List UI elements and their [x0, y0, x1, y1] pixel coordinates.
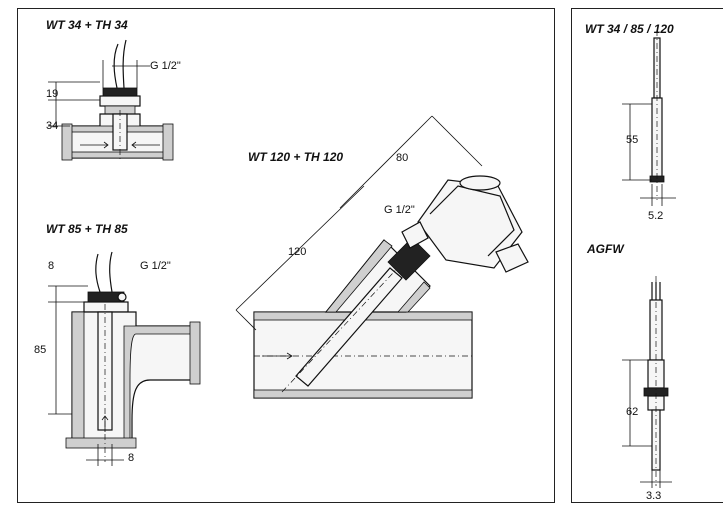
wt34-drawing — [48, 39, 174, 162]
wt85-title: WT 85 + TH 85 — [46, 222, 128, 236]
wt85-drawing — [48, 251, 201, 466]
wt85-dim-top: 8 — [48, 260, 55, 272]
wt85-dim-bottom: 8 — [128, 452, 135, 464]
wt120-title: WT 120 + TH 120 — [248, 150, 344, 164]
wt120-drawing — [235, 115, 529, 399]
wt34-title: WT 34 + TH 34 — [46, 18, 128, 32]
wt34-dim-top: 19 — [46, 88, 59, 100]
wt120-dim-long: 120 — [288, 246, 307, 258]
sensor-agfw-drawing — [622, 276, 672, 488]
sensor-agfw-dim-dia: 3.3 — [646, 490, 662, 502]
wt34-dim-bottom: 34 — [46, 120, 59, 132]
sensor-wt-title: WT 34 / 85 / 120 — [585, 22, 674, 36]
sensor-agfw-dim-length: 62 — [626, 406, 639, 418]
sensor-wt-dim-dia: 5.2 — [648, 210, 664, 222]
sensor-drawing-panel — [571, 8, 723, 503]
sensor-agfw-title: AGFW — [587, 242, 624, 256]
wt120-dim-short: 80 — [396, 152, 409, 164]
sensor-wt-dim-length: 55 — [626, 134, 639, 146]
wt85-thread-label: G 1/2" — [140, 260, 171, 272]
sensor-wt-drawing — [622, 30, 676, 206]
wt120-thread-label: G 1/2" — [384, 204, 415, 216]
wt34-thread-label: G 1/2" — [150, 60, 181, 72]
wt85-dim-height: 85 — [34, 344, 47, 356]
